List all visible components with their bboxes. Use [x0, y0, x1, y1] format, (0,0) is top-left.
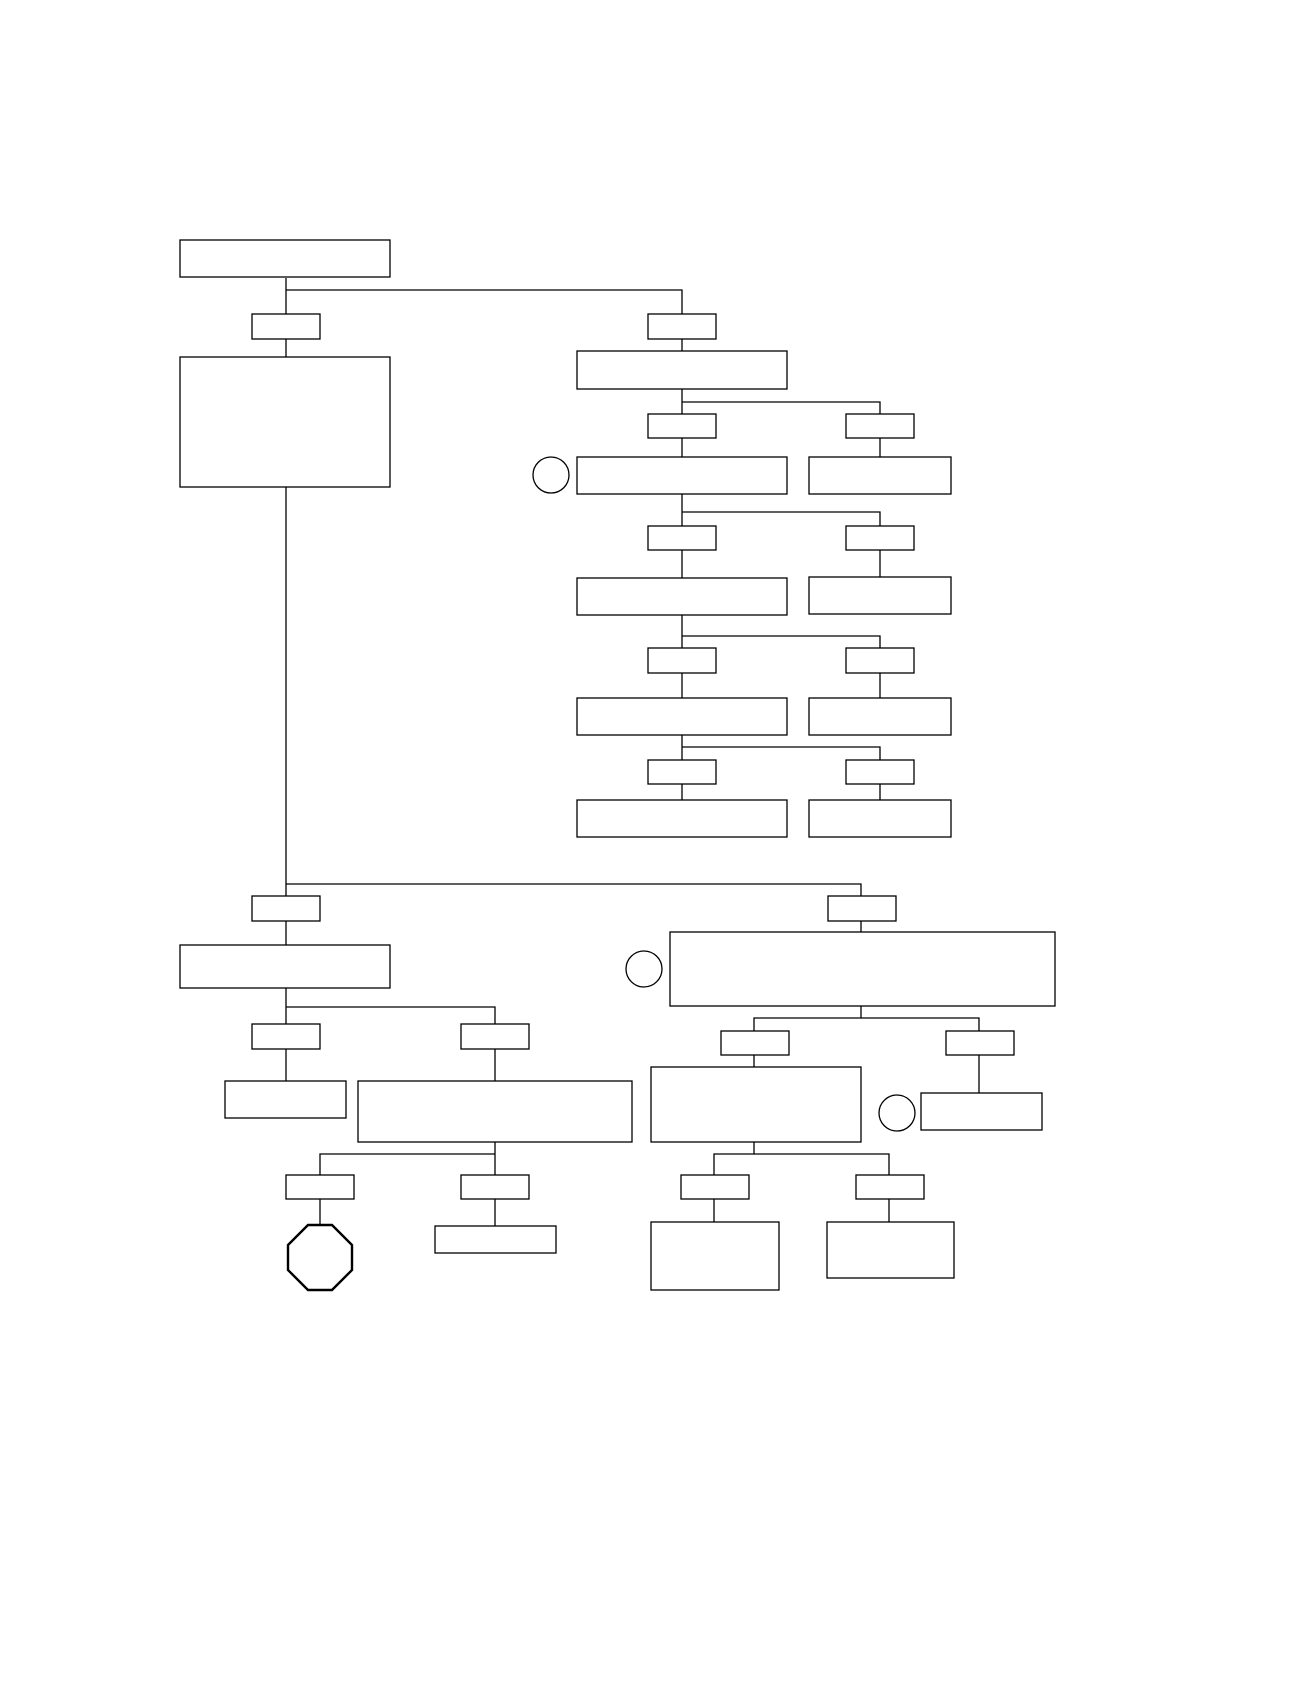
branch-label	[827, 895, 897, 922]
branch-label	[945, 1030, 1015, 1056]
branch-label	[720, 1030, 790, 1056]
branch-label	[251, 895, 321, 922]
result-node	[576, 799, 788, 838]
branch-label	[251, 313, 321, 340]
branch-label	[845, 525, 915, 551]
process-node	[576, 456, 788, 495]
connector-lines	[285, 278, 980, 1226]
process-node	[179, 944, 391, 989]
connector	[682, 635, 881, 648]
branch-label	[460, 1023, 530, 1050]
connector	[286, 883, 862, 896]
result-node	[224, 1080, 347, 1119]
result-node	[808, 576, 952, 615]
connector-circle	[625, 950, 663, 988]
branch-label	[647, 647, 717, 674]
process-node	[576, 697, 788, 736]
branch-label	[647, 413, 717, 439]
branch-label	[845, 759, 915, 785]
branch-label	[647, 313, 717, 340]
process-node	[179, 356, 391, 488]
root-node	[179, 239, 391, 278]
branch-label	[845, 413, 915, 439]
branch-label	[680, 1174, 750, 1200]
connector	[753, 1006, 862, 1031]
connector	[319, 1153, 495, 1175]
branch-label	[647, 525, 717, 551]
process-node	[576, 350, 788, 390]
process-node	[576, 577, 788, 616]
connector	[754, 1153, 890, 1175]
result-node	[434, 1225, 557, 1254]
connector-circle	[878, 1094, 916, 1132]
process-node	[650, 1066, 862, 1143]
result-node	[808, 697, 952, 736]
result-node	[808, 456, 952, 495]
connector	[286, 1006, 496, 1024]
connector-circle	[532, 456, 570, 494]
branch-label	[855, 1174, 925, 1200]
branch-label	[251, 1023, 321, 1050]
process-node	[669, 931, 1056, 1007]
result-node	[826, 1221, 955, 1279]
stop-octagon	[286, 1223, 354, 1292]
branch-label	[845, 647, 915, 674]
result-node	[650, 1221, 780, 1291]
result-node	[808, 799, 952, 838]
connector	[861, 1017, 980, 1031]
connector	[682, 746, 881, 760]
branch-label	[460, 1174, 530, 1200]
branch-label	[647, 759, 717, 785]
connector	[286, 289, 683, 314]
result-node	[920, 1092, 1043, 1131]
branch-label	[285, 1174, 355, 1200]
connector	[713, 1142, 755, 1175]
process-node	[357, 1080, 633, 1143]
connector	[682, 511, 881, 526]
connector	[682, 401, 881, 414]
